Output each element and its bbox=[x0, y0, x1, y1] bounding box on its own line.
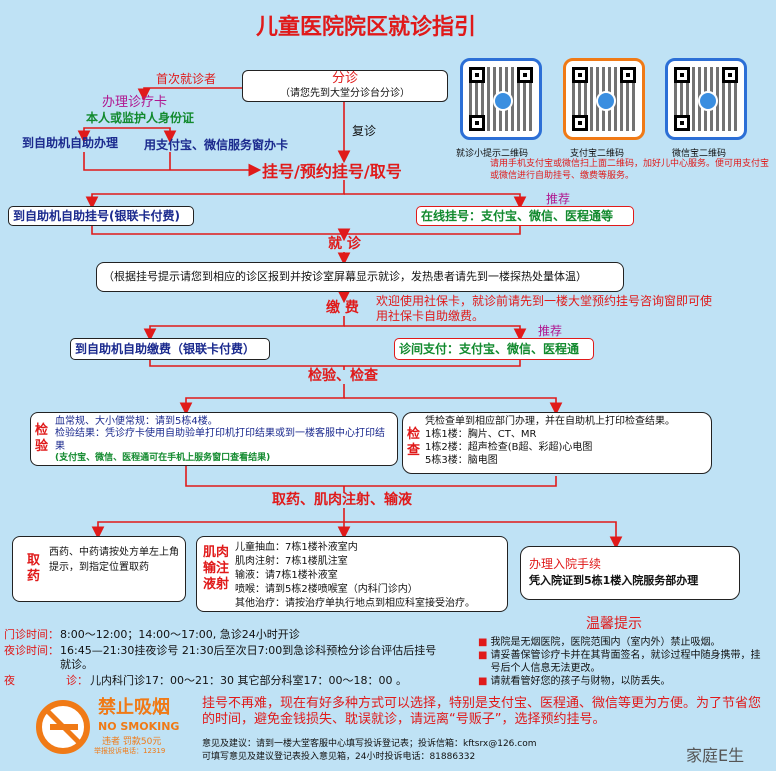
exam-line4: 5栋3楼：脑电图 bbox=[425, 455, 498, 466]
qr-tips-code bbox=[460, 58, 542, 140]
tip-bullet-icon: ■ bbox=[478, 676, 488, 687]
return-visit-label: 复诊 bbox=[352, 124, 377, 138]
qr-wechat-label: 微信宝二维码 bbox=[672, 149, 727, 159]
admission-title: 办理入院手续 bbox=[529, 557, 602, 571]
self-machine-card: 到自助机自助办理 bbox=[22, 136, 119, 150]
register-recommend: 推荐 bbox=[546, 192, 571, 206]
no-smoking-hotline: 举报投诉电话：12319 bbox=[94, 747, 166, 755]
night-hours-label: 夜诊时间： bbox=[4, 644, 59, 657]
no-smoking-en: NO SMOKING bbox=[98, 720, 180, 733]
exam-line2: 1栋1楼：胸片、CT、MR bbox=[425, 429, 537, 440]
triage-title: 分诊 bbox=[331, 71, 358, 86]
pay-inroom-box: 诊间支付：支付宝、微信、医程通 bbox=[394, 338, 594, 360]
inj-line-3: 输液：请7栋1楼补液室 bbox=[235, 570, 338, 581]
register-online: 在线挂号：支付宝、微信、医程通等 bbox=[421, 209, 614, 223]
pay-inroom: 诊间支付：支付宝、微信、医程通 bbox=[399, 342, 580, 356]
meds-heading: 取药、肌肉注射、输液 bbox=[272, 492, 412, 508]
qr-tips-label: 就诊小提示二维码 bbox=[456, 149, 529, 159]
exam-side-label: 检查 bbox=[407, 427, 421, 458]
tip-bullet-icon: ■ bbox=[478, 650, 488, 661]
lab-line3: (支付宝、微信、医程通可在手机上服务窗口查看结果) bbox=[55, 453, 271, 463]
admission-box: 办理入院手续 凭入院证到5栋1楼入院服务部办理 bbox=[520, 546, 740, 600]
pay-recommend: 推荐 bbox=[538, 324, 563, 338]
register-online-box: 在线挂号：支付宝、微信、医程通等 bbox=[416, 206, 634, 226]
tests-heading: 检验、检查 bbox=[308, 368, 378, 384]
no-smoking-cn: 禁止吸烟 bbox=[98, 697, 170, 718]
qr-alipay-code bbox=[563, 58, 645, 140]
card-title: 办理诊疗卡 bbox=[102, 95, 168, 110]
qr-wechat-code bbox=[665, 58, 747, 140]
inj-line-2: 肌肉注射：7栋1楼肌注室 bbox=[235, 556, 348, 567]
pay-machine-box: 到自助机自助缴费（银联卡付费） bbox=[70, 338, 270, 360]
consult-box: （根据挂号提示请您到相应的诊区报到并按诊室屏幕显示就诊，发热患者请先到一楼探热处… bbox=[96, 262, 624, 292]
no-smoking-fine: 违者 罚款50元 bbox=[102, 737, 162, 747]
triage-box: 分诊 （请您先到大堂分诊台分诊） bbox=[242, 70, 448, 102]
exam-line3: 1栋2楼：超声检查(B超、彩超)心电图 bbox=[425, 442, 593, 453]
night2-mid: 诊： bbox=[66, 674, 88, 687]
first-visit-label: 首次就诊者 bbox=[156, 72, 217, 86]
tip-item-2: ■请妥善保管诊疗卡并在其背面签名，就诊过程中随身携带，挂号后个人信息无法更改。 bbox=[478, 650, 761, 674]
lab-side-label: 检验 bbox=[35, 423, 49, 454]
card-id-requirement: 本人或监护人身份证 bbox=[86, 111, 195, 125]
lab-line1: 血常规、大小便常规：请到5栋4楼。 bbox=[55, 416, 218, 427]
pharmacy-box: 取药 西药、中药请按处方单左上角提示，到指定位置取药 bbox=[12, 536, 186, 602]
tips-list: ■我院是无烟医院，医院范围内（室内外）禁止吸烟。 ■请妥善保管诊疗卡并在其背面签… bbox=[478, 636, 770, 688]
night2-value: 儿内科门诊17：00～21：30 其它部分科室17：00～18：00 。 bbox=[90, 674, 407, 687]
qr-alipay-label: 支付宝二维码 bbox=[570, 149, 625, 159]
register-heading: 挂号/预约挂号/取号 bbox=[262, 162, 402, 181]
footer-advice-1: 意见及建议：请到一楼大堂客服中心填写投诉登记表；投诉信箱：kftsrx@126.… bbox=[202, 739, 537, 749]
alipay-wechat-card: 用支付宝、微信服务窗办卡 bbox=[144, 138, 289, 152]
lab-box: 检验 血常规、大小便常规：请到5栋4楼。 检验结果：凭诊疗卡使用自助验单打印机打… bbox=[30, 412, 398, 466]
inj-line-4: 喷喉：请到5栋2楼喷喉室（内科门诊内） bbox=[235, 584, 418, 595]
triage-note: （请您先到大堂分诊台分诊） bbox=[280, 88, 410, 99]
pharmacy-side-label: 取药 bbox=[27, 553, 41, 584]
qr-note: 请用手机支付宝或微信扫上面二维码，加好儿中心服务。便可用支付宝或微信进行自助挂号… bbox=[490, 159, 770, 181]
exam-box: 检查 凭检查单到相应部门办理，并在自助机上打印检查结果。 1栋1楼：胸片、CT、… bbox=[402, 412, 712, 474]
consult-heading: 就 诊 bbox=[328, 236, 361, 252]
inj-line-1: 儿童抽血：7栋1楼补液室内 bbox=[235, 542, 358, 553]
consult-note: （根据挂号提示请您到相应的诊区报到并按诊室屏幕显示就诊，发热患者请先到一楼探热处… bbox=[103, 270, 587, 283]
tip-item-3: ■请就看管好您的孩子与财物，以防丢失。 bbox=[478, 676, 671, 687]
footer-advice-2: 可填写意见及建议登记表投入意见箱，24小时投诉电话：81886332 bbox=[202, 752, 476, 762]
footer-warning: 挂号不再难，现在有好多种方式可以选择，特别是支付宝、医程通、微信等更为方便。为了… bbox=[202, 696, 762, 727]
inj-line-5: 其他治疗：请按治疗单执行地点到相应科室接受治疗。 bbox=[235, 598, 475, 609]
pay-note: 欢迎使用社保卡，就诊前请先到一楼大堂预约挂号咨询窗即可使用社保卡自助缴费。 bbox=[376, 294, 713, 323]
night-hours-value: 16:45—21:30挂夜诊号 21:30后至次日7:00到急诊科预检分诊台评估… bbox=[60, 644, 437, 671]
injection-box: 肌肉输注液射 儿童抽血：7栋1楼补液室内 肌肉注射：7栋1楼肌注室 输液：请7栋… bbox=[196, 536, 508, 612]
clinic-hours-label: 门诊时间： bbox=[4, 628, 59, 641]
register-machine-box: 到自助机自助挂号(银联卡付费) bbox=[8, 206, 194, 226]
tips-title: 温馨提示 bbox=[586, 616, 642, 632]
clinic-hours-value: 8:00～12:00；14:00～17:00, 急诊24小时开诊 bbox=[60, 628, 300, 641]
tip-bullet-icon: ■ bbox=[478, 637, 488, 648]
exam-line1: 凭检查单到相应部门办理，并在自助机上打印检查结果。 bbox=[425, 416, 675, 427]
pharmacy-text: 西药、中药请按处方单左上角提示，到指定位置取药 bbox=[49, 547, 179, 573]
page-title: 儿童医院院区就诊指引 bbox=[256, 14, 477, 40]
watermark: 家庭E生 bbox=[686, 746, 745, 765]
admission-text: 凭入院证到5栋1楼入院服务部办理 bbox=[529, 574, 699, 587]
tip-item-1: ■我院是无烟医院，医院范围内（室内外）禁止吸烟。 bbox=[478, 637, 721, 648]
lab-line2: 检验结果：凭诊疗卡使用自助验单打印机打印结果或到一楼客服中心打印结果 bbox=[55, 428, 385, 452]
pay-heading: 缴 费 bbox=[326, 300, 359, 316]
no-smoking-icon bbox=[36, 700, 90, 754]
night2-label: 夜 bbox=[4, 674, 15, 687]
injection-side-label: 肌肉输注液射 bbox=[203, 545, 230, 592]
pay-machine: 到自助机自助缴费（银联卡付费） bbox=[75, 342, 256, 356]
register-machine: 到自助机自助挂号(银联卡付费) bbox=[13, 209, 180, 223]
